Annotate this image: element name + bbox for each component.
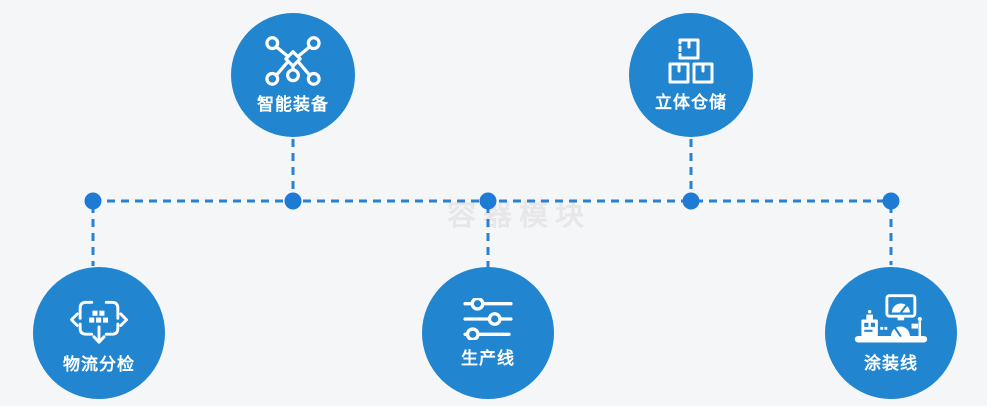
node-painting-line: 涂装线	[825, 267, 957, 399]
node-logistics-sorting: 物流分检	[33, 267, 165, 399]
watermark: 容器模块	[447, 198, 592, 232]
junction-dot	[882, 192, 900, 210]
sort-dispatch-icon	[70, 300, 128, 344]
node-label: 立体仓储	[655, 93, 727, 113]
node-stereoscopic-warehouse: 立体仓储	[629, 13, 753, 137]
junction-dot	[284, 192, 302, 210]
node-label: 涂装线	[864, 353, 918, 374]
stacked-boxes-icon	[668, 38, 714, 84]
junction-dot	[682, 192, 700, 210]
node-label: 生产线	[461, 349, 515, 369]
node-intelligent-equipment: 智能装备	[231, 13, 355, 137]
node-production-line: 生产线	[422, 267, 554, 399]
node-label: 物流分检	[63, 355, 135, 375]
paint-machine-icon	[854, 293, 928, 343]
junction-dot	[84, 192, 102, 210]
sliders-icon	[463, 298, 513, 340]
node-label: 智能装备	[257, 95, 329, 115]
junction-dot	[479, 192, 497, 210]
network-nodes-icon	[265, 36, 321, 86]
